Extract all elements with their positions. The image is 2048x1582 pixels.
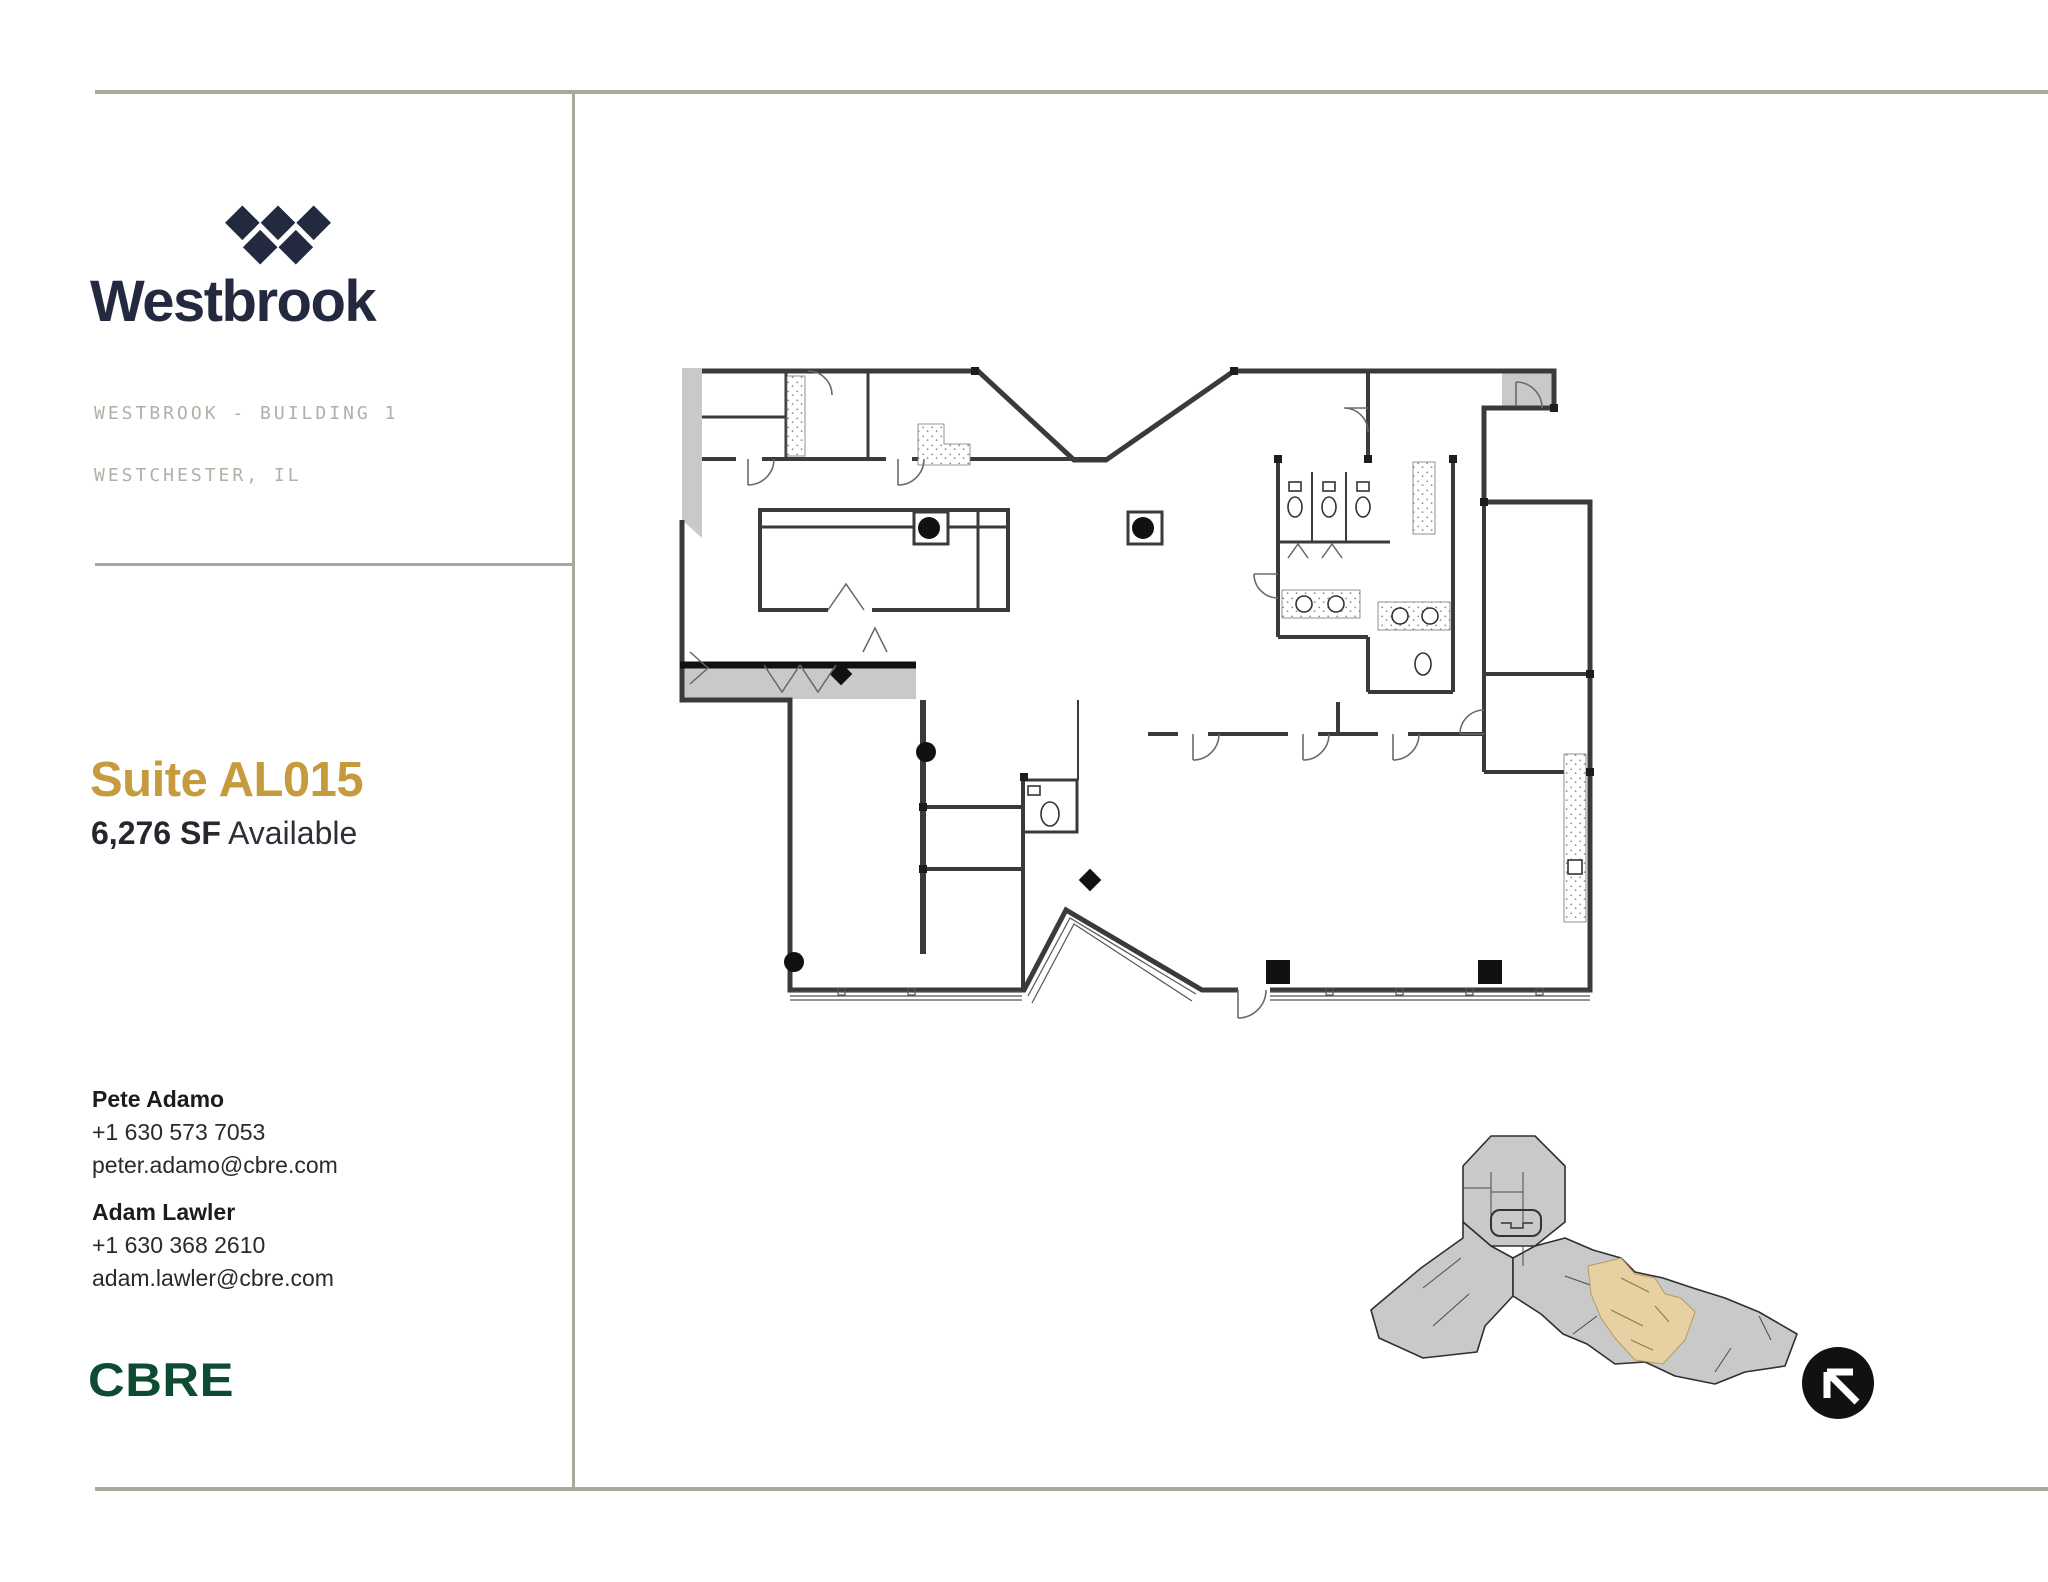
brand-wordmark: Westbrook <box>90 269 377 334</box>
property-line1: WESTBROOK - BUILDING 1 <box>94 403 399 424</box>
exterior-walls <box>679 368 1593 993</box>
property-address: WESTBROOK - BUILDING 1 WESTCHESTER, IL <box>94 398 398 491</box>
contact-2-phone: +1 630 368 2610 <box>92 1232 266 1258</box>
keymap-highlighted-suite <box>1587 1257 1696 1365</box>
suite-title: Suite AL015 <box>90 753 364 807</box>
contact-2-email: adam.lawler@cbre.com <box>92 1265 334 1291</box>
cbre-logo: CBRE <box>88 1353 235 1406</box>
exterior-shading <box>680 368 1556 699</box>
property-line2: WESTCHESTER, IL <box>94 465 302 486</box>
sidebar-mid-rule <box>95 563 573 566</box>
contact-1-name: Pete Adamo <box>92 1086 225 1112</box>
north-arrow-icon <box>1802 1347 1874 1419</box>
suite-floor-plan <box>679 367 1594 1019</box>
building-key-plan <box>1370 1135 1798 1385</box>
contact-1-email: peter.adamo@cbre.com <box>92 1152 338 1178</box>
column-divider-rule <box>572 90 575 1490</box>
contact-block-1: Pete Adamo +1 630 573 7053 peter.adamo@c… <box>92 1083 338 1182</box>
keymap-top-wing <box>1462 1135 1566 1247</box>
contact-2-name: Adam Lawler <box>92 1199 236 1225</box>
suite-area-available: Available <box>220 815 358 851</box>
plumbing-fixtures <box>1027 481 1439 827</box>
interior-walls <box>702 371 1590 990</box>
window-bands <box>790 917 1590 1004</box>
suite-area-sf: 6,276 SF <box>91 815 221 851</box>
keymap-left-wing <box>1370 1221 1514 1359</box>
door-symbols <box>689 370 1543 1019</box>
westbrook-diamonds-logo-icon <box>225 205 331 265</box>
contact-1-phone: +1 630 573 7053 <box>92 1119 266 1145</box>
suite-area: 6,276 SF Available <box>91 815 357 852</box>
top-rule <box>95 90 2048 94</box>
structural-columns <box>784 367 1594 984</box>
bottom-rule <box>95 1487 2048 1491</box>
contact-block-2: Adam Lawler +1 630 368 2610 adam.lawler@… <box>92 1196 334 1295</box>
